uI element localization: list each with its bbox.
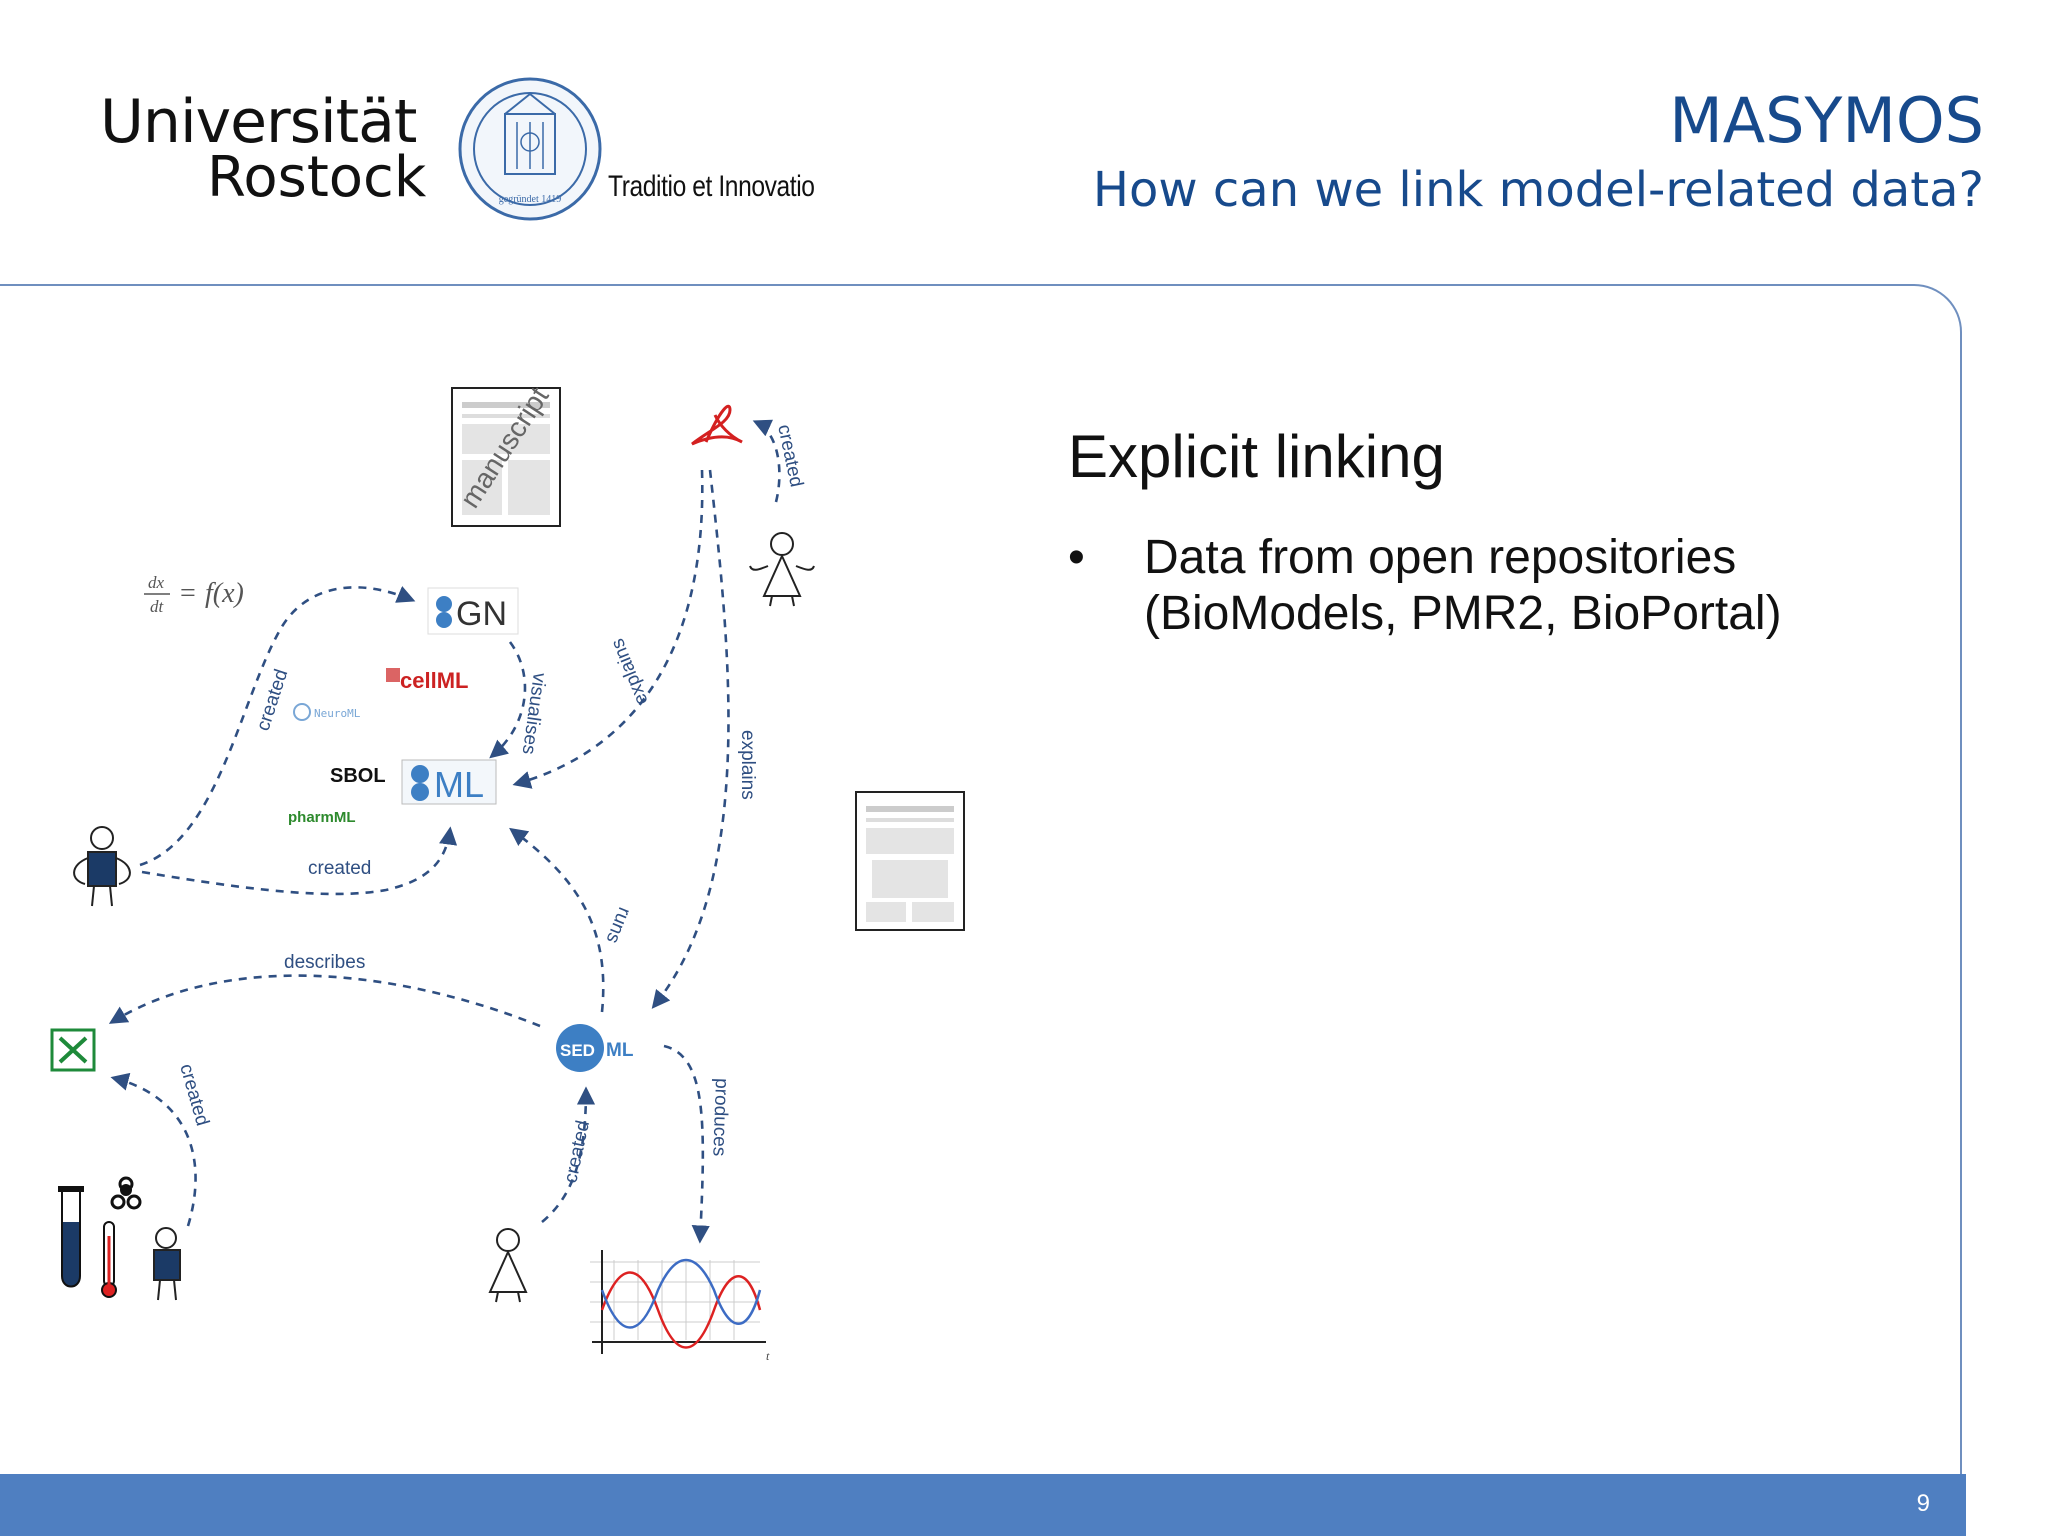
pharmml-logo-text: pharmML bbox=[288, 809, 356, 826]
slide-header-subtitle: How can we link model-related data? bbox=[1092, 162, 1984, 218]
svg-text:dt: dt bbox=[150, 597, 165, 616]
university-name-line1: Universität bbox=[100, 87, 417, 157]
edge-pdf-explains-sbml bbox=[512, 469, 704, 789]
footer-bar: 9 bbox=[0, 1474, 1966, 1536]
edge-modeler-created-sbml bbox=[141, 826, 458, 896]
edge-sedml-produces-plot bbox=[663, 1044, 710, 1244]
bullet-item: • Data from open repositories (BioModels… bbox=[1068, 530, 1928, 642]
edge-label-created-bottom: created bbox=[560, 1119, 594, 1185]
bullet-line-2: (BioModels, PMR2, BioPortal) bbox=[1144, 587, 1782, 640]
content-frame bbox=[0, 284, 1962, 1474]
sbgn-logo: GN bbox=[427, 587, 519, 635]
edge-simulator-created-sedml bbox=[541, 1086, 596, 1224]
thermometer-icon bbox=[101, 1221, 117, 1298]
ode-formula: dx dt = f(x) bbox=[144, 573, 244, 616]
edge-label-visualises: visualises bbox=[518, 671, 550, 755]
cellml-logo-text: cellML bbox=[400, 668, 468, 693]
sbol-logo-text: SBOL bbox=[330, 765, 386, 787]
sbml-logo-text: ML bbox=[434, 764, 484, 805]
neuroml-logo-text: NeuroML bbox=[314, 707, 361, 720]
edge-sedml-describes-excel bbox=[108, 974, 541, 1028]
svg-text:f(x): f(x) bbox=[205, 578, 244, 609]
university-name-line2: Rostock bbox=[207, 145, 427, 210]
paper-document bbox=[855, 791, 965, 931]
sedml-logo: SED ML bbox=[556, 1024, 634, 1072]
simulator-person-icon bbox=[488, 1228, 528, 1303]
plot-axis-label: t bbox=[766, 1349, 770, 1360]
svg-text:dx: dx bbox=[148, 573, 165, 592]
sbgn-logo-text: GN bbox=[456, 595, 507, 633]
sbol-logo: SBOL bbox=[330, 765, 386, 787]
simulation-result-plot: t bbox=[590, 1250, 770, 1360]
content-title: Explicit linking bbox=[1068, 423, 1445, 490]
cellml-logo: cellML bbox=[386, 668, 468, 693]
bullet-list: • Data from open repositories (BioModels… bbox=[1068, 530, 1928, 642]
spreadsheet-icon bbox=[50, 1028, 96, 1072]
edge-label-produces: produces bbox=[708, 1078, 732, 1157]
manuscript-document: manuscript bbox=[451, 381, 561, 527]
pdf-icon bbox=[691, 404, 743, 446]
author-person-icon bbox=[749, 532, 815, 607]
university-logo: Universität Rostock gegründet 1419 Tradi… bbox=[100, 77, 850, 242]
sedml-logo-text-a: SED bbox=[560, 1041, 595, 1060]
lab-scientist-person-icon bbox=[153, 1227, 181, 1301]
linking-diagram: manuscript dx dt = f(x) GN cellML NeuroM… bbox=[50, 381, 965, 1360]
seal-founded-text: gegründet 1419 bbox=[499, 194, 562, 205]
edge-label-describes: describes bbox=[284, 952, 365, 973]
edge-label-explains-2: explains bbox=[737, 730, 758, 800]
edge-label-created-mid: created bbox=[308, 858, 371, 879]
edge-scientist-created-excel bbox=[110, 1072, 197, 1227]
sedml-logo-text-b: ML bbox=[606, 1040, 634, 1061]
slide-header-title: MASYMOS bbox=[1669, 84, 1984, 157]
bullet-marker: • bbox=[1068, 531, 1085, 584]
edge-author-created-pdf bbox=[752, 419, 781, 503]
edge-sedml-runs-sbml bbox=[509, 827, 605, 1013]
edge-label-runs: runs bbox=[602, 904, 635, 946]
neuroml-logo: NeuroML bbox=[293, 703, 361, 721]
modeler-person-icon bbox=[73, 826, 131, 907]
university-motto: Traditio et Innovatio bbox=[608, 170, 815, 203]
test-tube-icon bbox=[58, 1186, 84, 1288]
edge-label-created-excel: created bbox=[175, 1062, 213, 1129]
edge-sbgn-visualises-sbml bbox=[489, 641, 527, 759]
svg-text:=: = bbox=[180, 578, 196, 609]
university-seal-icon: gegründet 1419 bbox=[458, 77, 602, 221]
edge-label-explains-1: explains bbox=[607, 635, 653, 708]
page-number: 9 bbox=[1916, 1490, 1930, 1517]
bullet-line-1: Data from open repositories bbox=[1144, 531, 1737, 584]
sbml-logo: ML bbox=[401, 759, 497, 805]
edge-pdf-explains-sedml bbox=[651, 469, 730, 1009]
edge-modeler-created-sbgn bbox=[139, 585, 416, 867]
biohazard-icon bbox=[110, 1176, 142, 1210]
